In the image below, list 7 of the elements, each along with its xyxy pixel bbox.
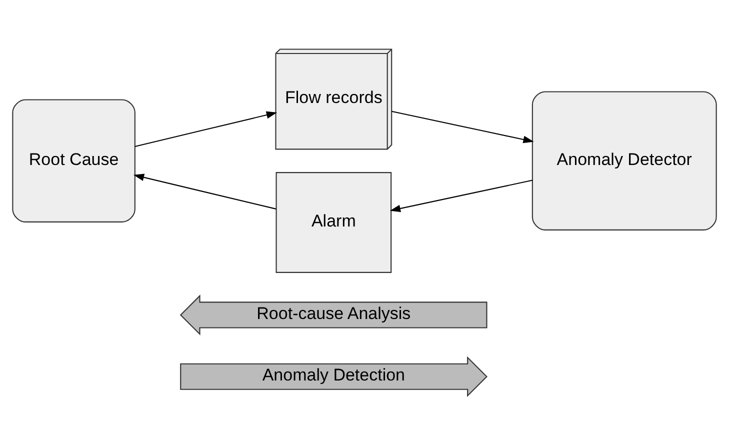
node-box: Alarm [276, 172, 392, 272]
arrow [390, 179, 533, 212]
arrow [133, 173, 276, 209]
node-box: Anomaly Detector [532, 90, 717, 230]
node-box: Root Cause [12, 98, 136, 222]
arrow [134, 110, 278, 146]
arrow [392, 110, 534, 143]
